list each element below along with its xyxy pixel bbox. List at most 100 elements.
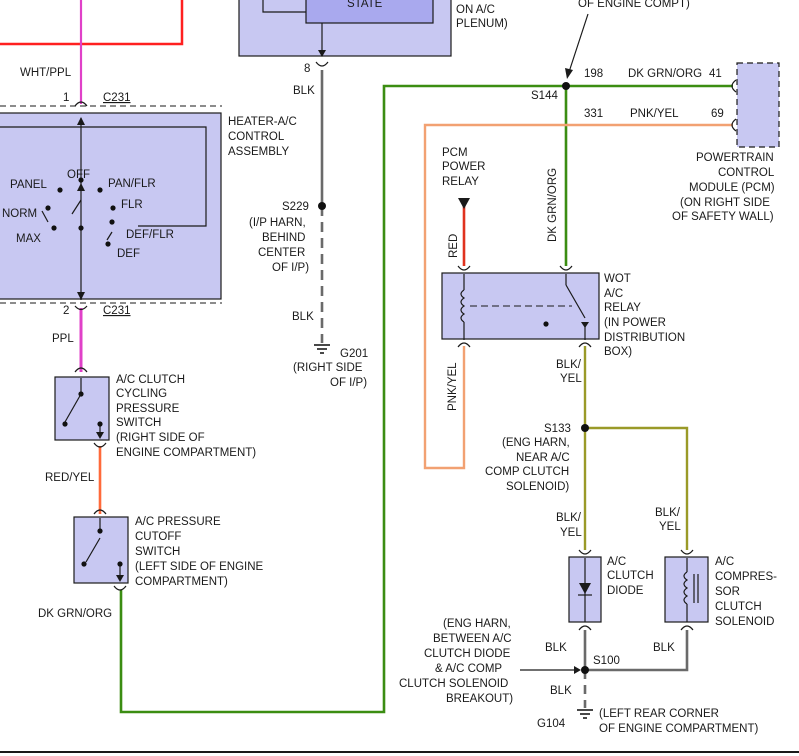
state-arrow bbox=[318, 50, 326, 57]
wire-dk-grn-org-main bbox=[119, 84, 566, 714]
s133-note-4: SOLENOID) bbox=[506, 481, 569, 493]
solenoid-top-cup bbox=[680, 549, 694, 555]
cycling-arrow bbox=[96, 432, 104, 439]
wot-blkyel-cup bbox=[578, 342, 592, 348]
heater-arrow-mid bbox=[77, 183, 85, 191]
cycling-label-6: ENGINE COMPARTMENT) bbox=[116, 447, 256, 459]
wot-red-cup bbox=[457, 265, 471, 271]
g104-note-2: OF ENGINE COMPARTMENT) bbox=[599, 723, 758, 735]
ppl-label: PPL bbox=[52, 333, 74, 345]
sel-dot-pan-flr bbox=[97, 187, 103, 193]
c231-bottom-label: C231 bbox=[103, 305, 131, 317]
solenoid-label-3: SOR bbox=[715, 586, 740, 598]
solenoid-coil-icon bbox=[683, 571, 689, 605]
heater-label-2: CONTROL bbox=[228, 131, 285, 143]
wot-label-2: A/C bbox=[604, 288, 623, 300]
state-inner-box bbox=[305, 0, 434, 24]
s133-note-1: (ENG HARN, bbox=[502, 437, 570, 449]
sel-norm-link bbox=[41, 210, 49, 223]
pcm-pin69-cup bbox=[731, 118, 737, 132]
s100-note-3: CLUTCH DIODE bbox=[424, 648, 511, 660]
sel-def-link bbox=[106, 231, 113, 241]
g104-ground-icon bbox=[577, 709, 593, 719]
blk-yel-1-l2: YEL bbox=[560, 373, 582, 385]
wot-coil-icon bbox=[460, 289, 466, 323]
s144-label: S144 bbox=[531, 90, 558, 102]
solenoid-label-5: SOLENOID bbox=[715, 616, 774, 628]
s133-note-2: NEAR A/C bbox=[516, 452, 570, 464]
s144-splice-dot bbox=[562, 82, 570, 90]
diode-label-1: A/C bbox=[607, 556, 626, 568]
heater-label-1: HEATER-A/C bbox=[228, 116, 297, 128]
pcm-relay-arrow bbox=[458, 198, 470, 209]
cycling-top-cup bbox=[74, 367, 88, 373]
wot-grn-cup bbox=[559, 265, 573, 271]
cutoff-label-4: (LEFT SIDE OF ENGINE bbox=[135, 561, 264, 573]
sel-def: DEF bbox=[117, 248, 140, 260]
sel-def-flr: DEF/FLR bbox=[126, 229, 174, 241]
heater-arrow-up bbox=[77, 117, 85, 125]
s100-pointer-head bbox=[574, 666, 581, 674]
cutoff-arrow bbox=[116, 575, 124, 582]
dk-grn-org-top-label: DK GRN/ORG bbox=[628, 68, 702, 80]
dk-grn-org-vert-label: DK GRN/ORG bbox=[547, 168, 559, 242]
red-vert-label: RED bbox=[448, 234, 460, 258]
blk-label-5: BLK bbox=[550, 685, 572, 697]
diode-top-cup bbox=[578, 549, 592, 555]
sel-dot-flr bbox=[110, 205, 116, 211]
sel-dot-norm bbox=[45, 205, 51, 211]
cycling-label-3: PRESSURE bbox=[116, 403, 180, 415]
blk-label-4: BLK bbox=[653, 642, 675, 654]
cutoff-label-3: SWITCH bbox=[135, 546, 180, 558]
pin-198: 198 bbox=[584, 68, 603, 80]
pin-69: 69 bbox=[711, 108, 724, 120]
cycling-contact-bottom bbox=[62, 421, 68, 427]
blk-label-1: BLK bbox=[293, 85, 315, 97]
g201-note-1: (RIGHT SIDE bbox=[293, 362, 363, 374]
s100-note-6: BREAKOUT) bbox=[446, 693, 513, 705]
pcm-label-1: POWERTRAIN bbox=[696, 152, 774, 164]
pcm-label-5: OF SAFETY WALL) bbox=[672, 211, 774, 223]
blk-label-3: BLK bbox=[545, 642, 567, 654]
pin-331: 331 bbox=[584, 108, 603, 120]
cutoff-label-1: A/C PRESSURE bbox=[135, 516, 221, 528]
blk-yel-3-l2: YEL bbox=[659, 521, 681, 533]
blk-yel-2-l1: BLK/ bbox=[556, 512, 582, 524]
wire-blk-yel-solenoid bbox=[585, 426, 689, 550]
s100-splice-dot bbox=[581, 666, 589, 674]
wot-pnk-cup bbox=[457, 342, 471, 348]
cycling-blade bbox=[64, 393, 82, 423]
sel-flr: FLR bbox=[121, 199, 143, 211]
pcm-relay-label-1: PCM bbox=[442, 147, 468, 159]
wot-contact-dot bbox=[543, 321, 549, 327]
pcm-relay-label-3: RELAY bbox=[442, 176, 479, 188]
plenum-line2: PLENUM) bbox=[456, 18, 508, 30]
sel-max: MAX bbox=[16, 233, 41, 245]
sel-dot-def bbox=[105, 241, 111, 247]
diode-icon bbox=[579, 583, 591, 594]
s229-note-3: CENTER bbox=[258, 247, 305, 259]
cutoff-bottom-cup bbox=[113, 585, 127, 591]
heater-label-3: ASSEMBLY bbox=[228, 146, 289, 158]
wot-label-3: RELAY bbox=[604, 302, 641, 314]
s100-note-5: CLUTCH SOLENOID bbox=[399, 678, 508, 690]
cycling-bottom-cup bbox=[93, 442, 107, 448]
red-yel-label: RED/YEL bbox=[45, 472, 95, 484]
red-frame-border bbox=[0, 0, 184, 46]
s229-note-4: OF I/P) bbox=[272, 262, 309, 274]
sel-dot-max bbox=[51, 225, 57, 231]
solenoid-label-1: A/C bbox=[715, 556, 734, 568]
c231-bottom-cup bbox=[74, 305, 88, 311]
s133-splice-dot bbox=[581, 424, 589, 432]
pcm-label-2: CONTROL bbox=[718, 167, 775, 179]
cutoff-label-5: COMPARTMENT) bbox=[135, 576, 228, 588]
s100-note-2: BETWEEN A/C bbox=[433, 633, 512, 645]
cycling-label-1: A/C CLUTCH bbox=[116, 374, 185, 386]
heater-inner-frame bbox=[0, 126, 207, 227]
cutoff-contact-top bbox=[97, 528, 103, 534]
s229-label: S229 bbox=[282, 201, 309, 213]
solenoid-bottom-cup bbox=[680, 625, 694, 631]
blk-yel-3-l1: BLK/ bbox=[655, 507, 681, 519]
